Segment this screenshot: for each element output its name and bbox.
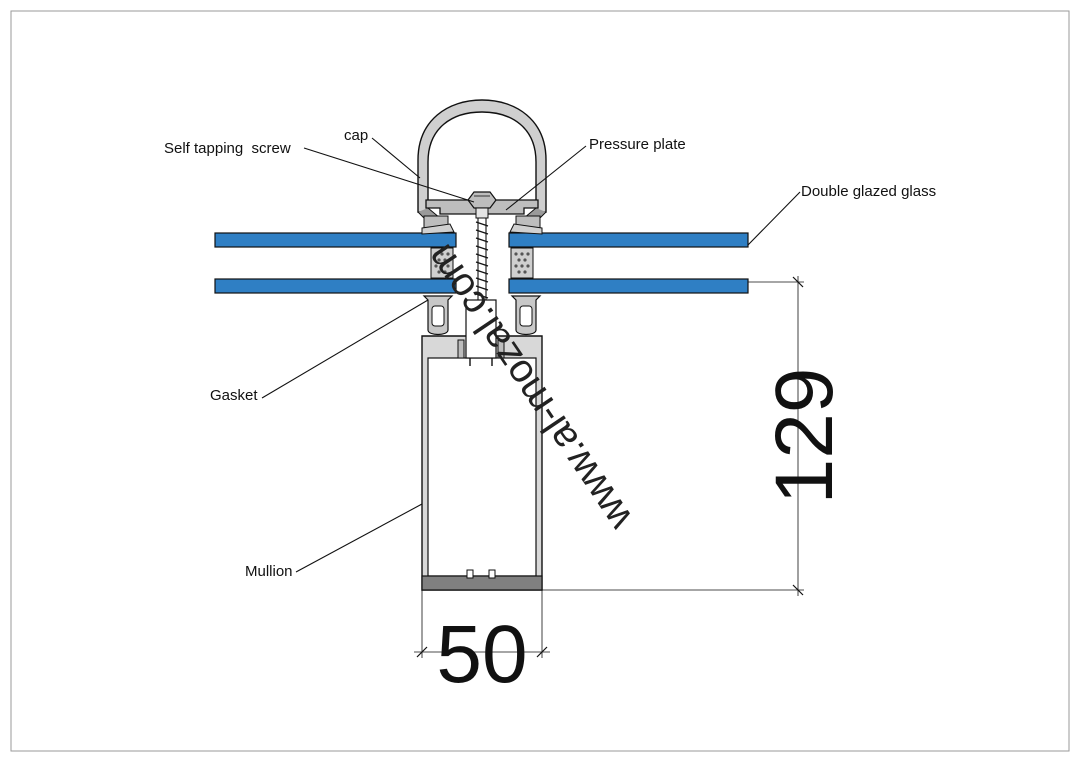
label-double-glazed-glass: Double glazed glass <box>801 183 936 200</box>
label-cap: cap <box>344 127 368 144</box>
dimension-height-value: 129 <box>759 368 850 505</box>
glass-outer-left <box>214 232 457 248</box>
leader-lines <box>261 137 801 573</box>
drawing-border <box>10 10 1070 752</box>
dimension-width-value: 50 <box>436 609 527 700</box>
double-glazed-glass <box>214 232 749 294</box>
glass-inner-left <box>214 278 457 294</box>
dimension-height: 129 <box>542 276 850 596</box>
label-self-tapping-screw: Self tapping screw <box>164 140 291 157</box>
glass-inner-right <box>508 278 749 294</box>
gasket-inner <box>422 295 542 336</box>
glass-spacer-left <box>430 247 454 279</box>
label-mullion: Mullion <box>245 563 293 580</box>
gasket-outer <box>421 223 543 235</box>
glass-spacer-right <box>510 247 534 279</box>
label-gasket: Gasket <box>210 387 258 404</box>
glass-outer-right <box>508 232 749 248</box>
mullion <box>421 299 543 591</box>
dimension-width: 50 <box>414 590 550 700</box>
label-pressure-plate: Pressure plate <box>589 136 686 153</box>
